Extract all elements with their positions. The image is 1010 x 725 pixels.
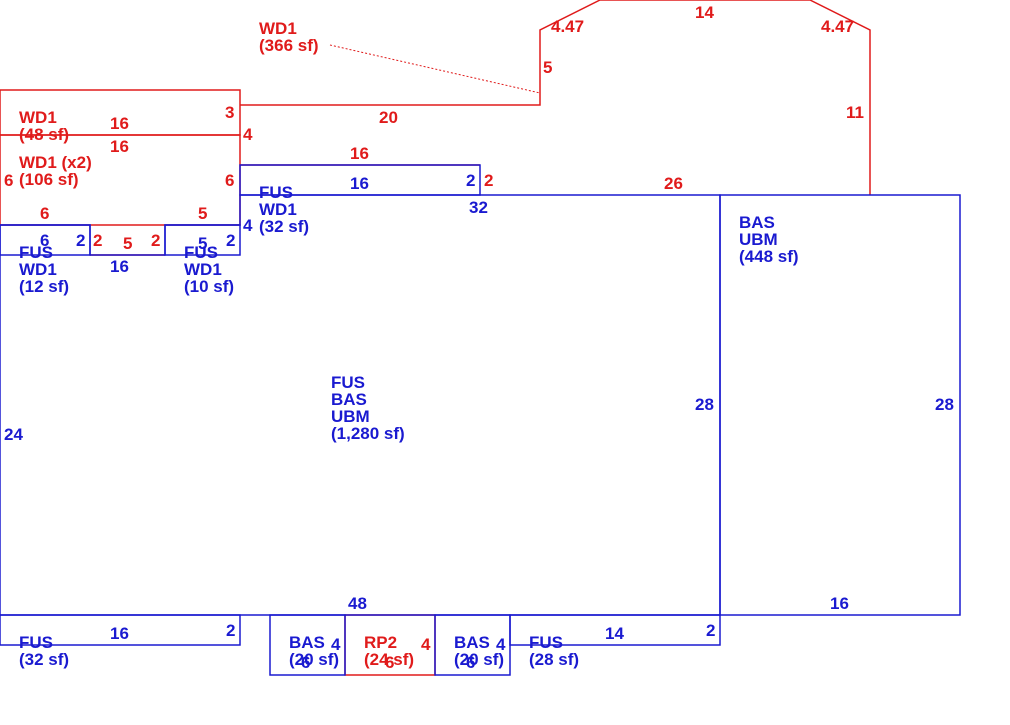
dim-small-right-2: 2 bbox=[226, 231, 235, 250]
fus-wd1-10-outline bbox=[164, 224, 241, 256]
dim-blue-32: 32 bbox=[469, 198, 488, 217]
dim-small-left-6: 6 bbox=[40, 231, 49, 250]
dim-small-right-4: 4 bbox=[243, 216, 253, 235]
area-label-bas-20-right: BAS (20 sf) bbox=[454, 633, 504, 669]
dim-bas-left-bottom-6: 6 bbox=[301, 653, 310, 672]
dim-blue-16-upper: 16 bbox=[350, 174, 369, 193]
dim-rp2-4: 4 bbox=[421, 635, 431, 654]
dim-wd1-106-bl-6: 6 bbox=[40, 204, 49, 223]
area-label-bas-20-left: BAS (20 sf) bbox=[289, 633, 339, 669]
dim-bas-right-bottom-6: 6 bbox=[466, 653, 475, 672]
area-label-fus-28: FUS (28 sf) bbox=[529, 633, 579, 669]
dim-wd1-48-top-16: 16 bbox=[110, 114, 129, 133]
dim-top-roof-14: 14 bbox=[695, 3, 714, 22]
area-labels: WD1 (366 sf) WD1 (48 sf) WD1 (x2) (106 s… bbox=[19, 19, 799, 669]
dim-bas-bottom-16: 16 bbox=[830, 594, 849, 613]
dimension-labels-blue: 16 2 32 6 2 16 5 2 4 24 28 28 48 16 16 2… bbox=[4, 171, 954, 672]
area-label-wd1-106: WD1 (x2) (106 sf) bbox=[19, 153, 96, 189]
dim-wd1-106-left-6: 6 bbox=[4, 171, 13, 190]
fus-wd1-12-outline bbox=[0, 224, 91, 256]
area-label-fus-wd1-10: FUS WD1 (10 sf) bbox=[184, 243, 234, 296]
dim-roof-right-11: 11 bbox=[846, 103, 864, 122]
dim-blue-2-upper: 2 bbox=[466, 171, 475, 190]
dim-red-26: 26 bbox=[664, 174, 683, 193]
area-label-wd1-366: WD1 (366 sf) bbox=[259, 19, 319, 55]
fus-28-outline bbox=[509, 614, 721, 646]
dim-bas-left-4: 4 bbox=[331, 635, 341, 654]
dim-bas-right-4: 4 bbox=[496, 635, 506, 654]
area-label-wd1-48: WD1 (48 sf) bbox=[19, 108, 69, 144]
dim-deck-20: 20 bbox=[379, 108, 398, 127]
wd1-366-outline bbox=[240, 0, 871, 195]
dim-small-mid-16: 16 bbox=[110, 257, 129, 276]
bas-20-left-outline bbox=[269, 614, 346, 676]
dim-fus28-14: 14 bbox=[605, 624, 624, 643]
dim-wd1-106-br-5: 5 bbox=[198, 204, 207, 223]
dim-inner-2a: 2 bbox=[93, 231, 102, 250]
dim-fus28-2: 2 bbox=[706, 621, 715, 640]
area-label-bas-ubm-448: BAS UBM (448 sf) bbox=[739, 213, 799, 266]
fus-32-outline bbox=[0, 614, 241, 646]
dim-red-2-right: 2 bbox=[484, 171, 493, 190]
dim-main-left-24: 24 bbox=[4, 425, 23, 444]
wd-deck-outlines bbox=[0, 0, 871, 676]
dim-roof-right-447: 4.47 bbox=[821, 17, 854, 36]
dim-main-bottom-48: 48 bbox=[348, 594, 367, 613]
area-label-fus-wd1-32: FUS WD1 (32 sf) bbox=[259, 183, 309, 236]
dim-red-16-upper: 16 bbox=[350, 144, 369, 163]
dim-rp2-6: 6 bbox=[385, 653, 394, 672]
fus-wd1-32-outline bbox=[239, 164, 481, 196]
dim-small-right-5: 5 bbox=[198, 234, 207, 253]
dim-inner-2b: 2 bbox=[151, 231, 160, 250]
area-label-fus-32: FUS (32 sf) bbox=[19, 633, 69, 669]
dimension-labels-red: 14 4.47 4.47 5 11 20 3 4 16 16 6 6 6 5 2… bbox=[4, 3, 864, 672]
bas-ubm-448-outline bbox=[719, 194, 961, 616]
dim-bottom-fus-2: 2 bbox=[226, 621, 235, 640]
dim-deck-4: 4 bbox=[243, 125, 253, 144]
dim-inner-5: 5 bbox=[123, 234, 132, 253]
area-label-fus-wd1-12: FUS WD1 (12 sf) bbox=[19, 243, 69, 296]
dim-roof-left-447: 4.47 bbox=[551, 17, 584, 36]
dim-bas-right-28: 28 bbox=[935, 395, 954, 414]
area-label-fus-bas-ubm: FUS BAS UBM (1,280 sf) bbox=[331, 373, 405, 443]
dim-small-left-2: 2 bbox=[76, 231, 85, 250]
dim-deck-3: 3 bbox=[225, 103, 234, 122]
dim-wd1-106-right-6: 6 bbox=[225, 171, 234, 190]
wd1-366-leader bbox=[329, 44, 541, 94]
dim-wd1-48-bottom-16: 16 bbox=[110, 137, 129, 156]
area-label-rp2-24: RP2 (24 sf) bbox=[364, 633, 414, 669]
dim-bottom-fus-16: 16 bbox=[110, 624, 129, 643]
dim-roof-left-5: 5 bbox=[543, 58, 552, 77]
living-area-outlines bbox=[0, 164, 961, 676]
dim-main-right-28: 28 bbox=[695, 395, 714, 414]
